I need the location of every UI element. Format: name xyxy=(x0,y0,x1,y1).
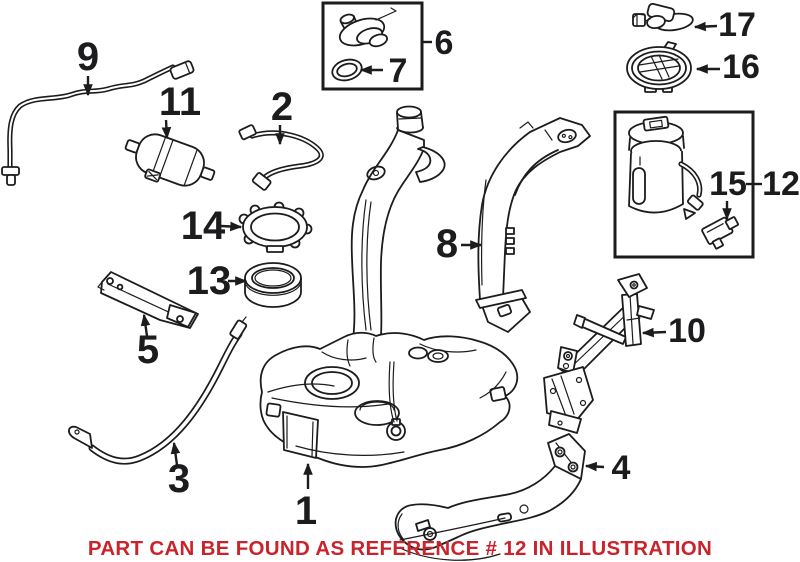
ref-label-8: 8 xyxy=(435,222,459,266)
part-12-fuel-pump-module-drawing xyxy=(628,115,704,220)
part-1-fuel-tank-drawing xyxy=(259,331,519,468)
part-13-sealing-ring-drawing xyxy=(244,262,302,308)
ref-label-1: 1 xyxy=(294,489,318,533)
ref-label-7: 7 xyxy=(388,52,408,90)
filler-pipe-drawing xyxy=(349,105,446,369)
ref-label-9: 9 xyxy=(76,35,100,79)
part-17-vent-valve-drawing xyxy=(632,2,694,32)
ref-label-13: 13 xyxy=(186,259,232,303)
part-14-lock-ring-drawing xyxy=(238,201,313,253)
reference-caption: PART CAN BE FOUND AS REFERENCE # 12 IN I… xyxy=(87,537,713,560)
ref-label-12: 12 xyxy=(762,165,800,203)
ref-label-3: 3 xyxy=(167,457,191,501)
part-2-wiring-harness-drawing xyxy=(238,124,324,191)
part-10-support-bracket-drawing xyxy=(543,273,655,434)
part-5-front-bracket-drawing xyxy=(97,271,199,329)
part-11-fuel-filter-drawing xyxy=(124,133,216,187)
part-15-sender-unit-drawing xyxy=(701,216,739,250)
ref-label-10: 10 xyxy=(668,312,706,350)
ref-label-16: 16 xyxy=(722,48,760,86)
part-7-o-ring-drawing xyxy=(331,58,363,82)
ref-label-17: 17 xyxy=(718,6,756,44)
part-16-locking-cap-drawing xyxy=(626,41,692,93)
part-6-regulator-valve-drawing xyxy=(338,7,397,48)
detail-box-6-7 xyxy=(321,1,432,91)
ref-label-4: 4 xyxy=(611,449,631,487)
ref-label-11: 11 xyxy=(158,80,202,124)
leader-arrows xyxy=(83,21,762,489)
detail-box-12-15 xyxy=(613,110,755,259)
ref-label-5: 5 xyxy=(136,328,160,372)
ref-label-15: 15 xyxy=(709,165,747,203)
part-3-tank-strap-drawing xyxy=(68,316,248,465)
part-8-filler-shield-drawing xyxy=(475,117,591,333)
ref-label-6: 6 xyxy=(434,24,454,62)
ref-label-2: 2 xyxy=(270,85,294,129)
part-4-rear-bracket-drawing xyxy=(394,433,586,561)
ref-label-14: 14 xyxy=(180,204,226,248)
